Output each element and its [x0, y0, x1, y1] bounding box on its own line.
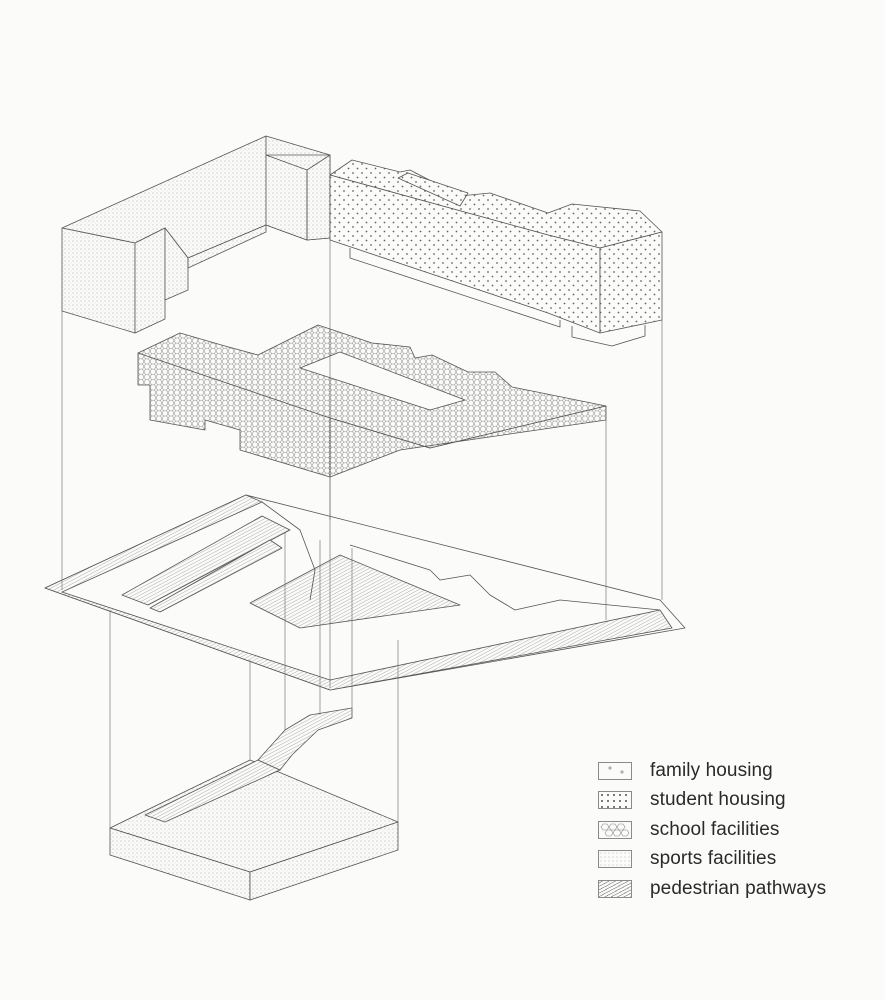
legend-item-sports-facilities: sports facilities	[598, 845, 826, 875]
school-facilities-block	[137, 324, 607, 478]
site-plane	[44, 494, 686, 691]
legend-label: school facilities	[650, 818, 780, 840]
school-facilities-swatch	[598, 820, 632, 839]
legend-label: student housing	[650, 789, 786, 811]
legend-label: pedestrian pathways	[650, 877, 827, 899]
legend-item-family-housing: family housing	[598, 756, 826, 786]
projection-lines	[61, 238, 663, 828]
legend: family housing student housing school fa…	[598, 756, 826, 904]
legend-item-student-housing: student housing	[598, 786, 826, 816]
family-housing-block	[61, 135, 331, 334]
legend-item-school-facilities: school facilities	[598, 815, 826, 845]
sports-facilities-block	[109, 707, 399, 901]
pedestrian-pathways-swatch	[598, 879, 632, 898]
legend-label: sports facilities	[650, 848, 777, 870]
student-housing-block	[329, 159, 663, 347]
legend-item-pedestrian-pathways: pedestrian pathways	[598, 874, 826, 904]
family-housing-swatch	[598, 761, 632, 780]
student-housing-swatch	[598, 791, 632, 810]
legend-label: family housing	[650, 759, 773, 781]
sports-facilities-swatch	[598, 850, 632, 869]
